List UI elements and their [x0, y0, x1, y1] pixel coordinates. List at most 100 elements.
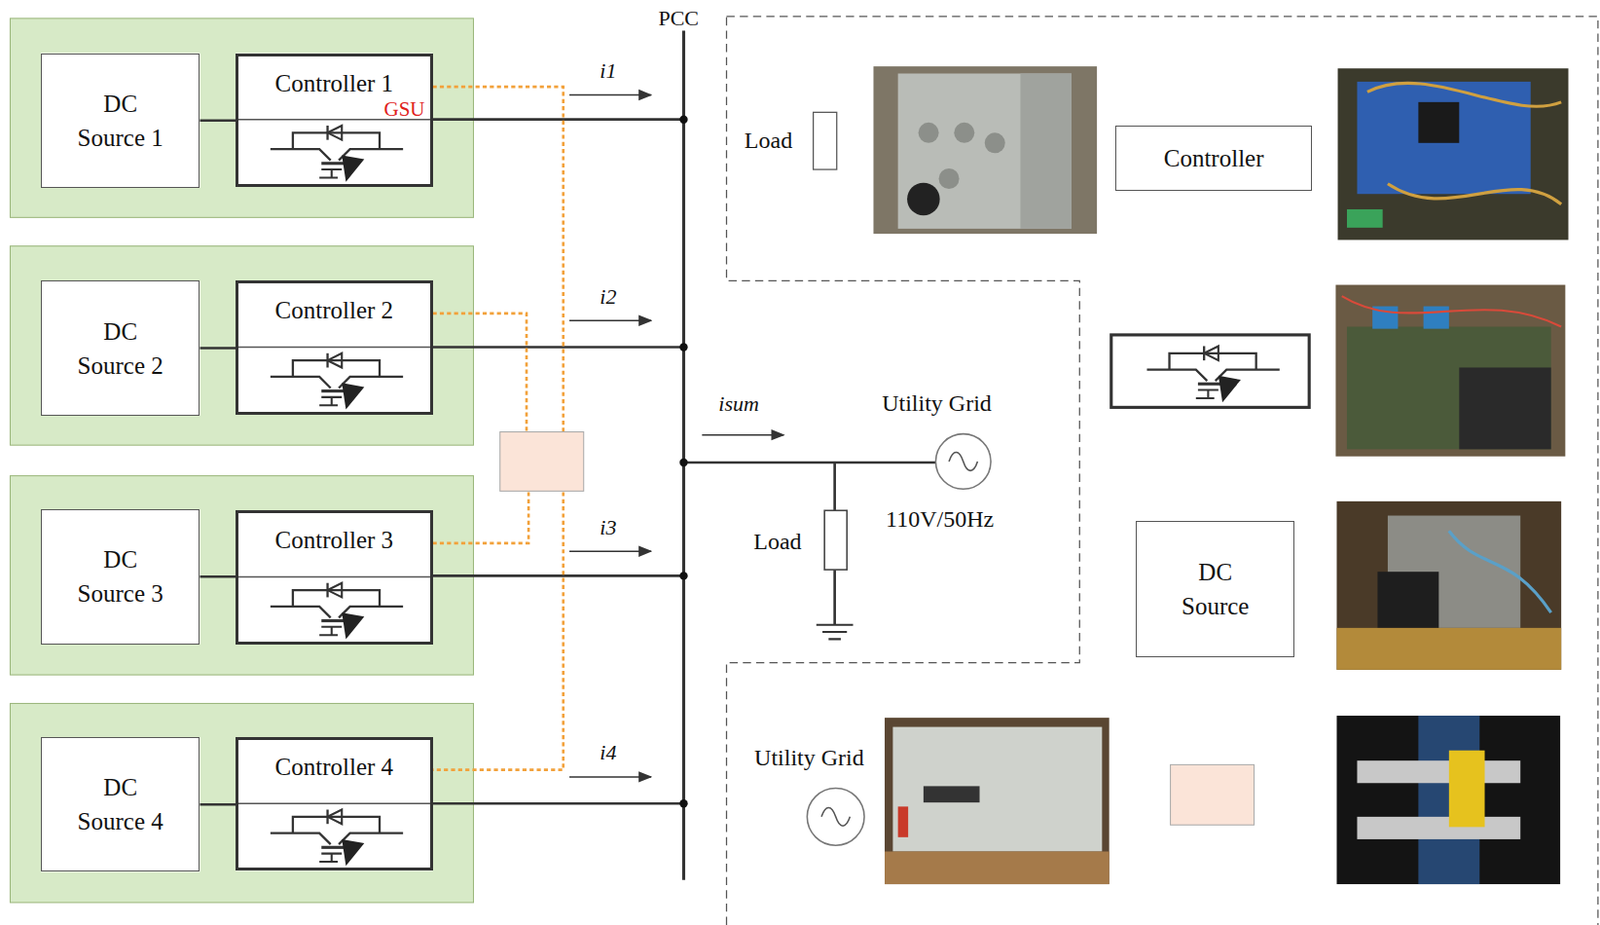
- cable-photo: [1336, 715, 1561, 884]
- source-box: DC Source 2: [40, 280, 201, 415]
- wire: [433, 117, 685, 121]
- load-knob: [939, 168, 960, 189]
- process-box: Controller: [1115, 125, 1312, 191]
- ac-source-circle: [935, 434, 991, 490]
- part-label: Load: [753, 527, 801, 553]
- box-title: DC Source 4: [73, 769, 168, 838]
- controller-chip: [1418, 102, 1459, 144]
- box-title: Controller 3: [238, 526, 430, 554]
- box-ground: [40, 280, 201, 415]
- display: [923, 785, 981, 802]
- box-ground: [235, 280, 433, 414]
- source-band: [9, 475, 473, 675]
- comm-hub-symbol: [1170, 763, 1255, 825]
- photo-ground: [884, 717, 1110, 884]
- box-ground: [235, 53, 433, 187]
- bench: [1336, 627, 1562, 670]
- signal-name: i4: [599, 740, 617, 764]
- terminal-block: [1346, 209, 1383, 228]
- current-arrow: [569, 94, 652, 97]
- photo-region: [727, 16, 1599, 925]
- controller-box: Controller 4: [235, 736, 433, 871]
- sine-wave: [948, 452, 978, 472]
- load-photo: [872, 66, 1097, 234]
- comm-line: [433, 86, 564, 769]
- inverter-board: [1346, 327, 1552, 450]
- connector: [1356, 816, 1521, 839]
- comm-hub: [500, 432, 584, 492]
- heatsink: [1458, 366, 1551, 449]
- wires: [1449, 530, 1552, 613]
- box-title: Controller 1: [238, 70, 430, 98]
- divider-line: [235, 801, 433, 804]
- current-arrow: [569, 775, 652, 778]
- signal-name: isum: [718, 392, 760, 416]
- box-ground: [40, 509, 201, 644]
- source-wire: [199, 346, 236, 350]
- photo-ground: [872, 66, 1097, 234]
- load-switch: [907, 182, 941, 217]
- connector: [1356, 760, 1521, 783]
- grid-wire: [683, 461, 936, 465]
- source-box: DC Source 1: [40, 53, 201, 188]
- wires: [1342, 295, 1562, 327]
- load-knob: [953, 122, 975, 144]
- load-cabinet-side: [1019, 72, 1071, 228]
- grid-source: [806, 787, 865, 845]
- igbt-symbol: [1146, 345, 1279, 402]
- junction-dots: [679, 114, 688, 807]
- wire: [433, 345, 685, 349]
- source-box: DC Source 3: [40, 509, 201, 644]
- current-arrow: [569, 549, 652, 552]
- box-title: Controller: [1163, 144, 1265, 174]
- source-band: [9, 702, 473, 902]
- junction-dot: [679, 458, 688, 467]
- grid-photo: [884, 717, 1110, 884]
- photo-ground: [1336, 715, 1561, 884]
- source-box: DC Source 4: [40, 736, 201, 872]
- source-band: [9, 246, 473, 445]
- signal-name: i2: [599, 285, 617, 309]
- part-label: 110V/50Hz: [885, 505, 994, 531]
- source-wire: [199, 118, 236, 122]
- junction-dot: [679, 571, 688, 580]
- junction-dot: [679, 342, 688, 351]
- wires: [1367, 82, 1562, 204]
- wire: [433, 801, 685, 805]
- output-wires: [433, 30, 937, 879]
- signal-name: i3: [599, 515, 617, 540]
- part-label: Utility Grid: [881, 390, 992, 416]
- sensor: [1423, 306, 1450, 329]
- box-ground: [235, 736, 433, 871]
- wire: [433, 574, 685, 578]
- ac-source-circle: [806, 787, 865, 845]
- source-band: [9, 18, 473, 218]
- box-title: DC Source: [1168, 554, 1263, 623]
- part-label: PCC: [657, 6, 699, 31]
- controller-box: Controller 3: [235, 509, 433, 644]
- box-title: DC Source 2: [73, 314, 168, 383]
- box-tag: GSU: [238, 97, 430, 121]
- controller-box: Controller 2: [235, 280, 433, 414]
- comm-lines: [433, 86, 564, 769]
- load-resistor: [813, 111, 837, 170]
- signal-name: i1: [599, 59, 617, 83]
- junction-dot: [679, 114, 688, 123]
- part-label: Load: [744, 126, 793, 152]
- ground-symbol: [816, 624, 854, 640]
- part-label: Utility Grid: [754, 744, 865, 770]
- tape: [1449, 750, 1486, 828]
- controller-photo: [1338, 68, 1569, 240]
- box-grounds: [40, 53, 434, 873]
- box-title: DC Source 3: [73, 542, 168, 611]
- photo-ground: [1335, 285, 1565, 457]
- current-arrow: [569, 319, 652, 322]
- junction-dot: [679, 799, 688, 807]
- current-arrows: [569, 95, 784, 777]
- divider-line: [235, 576, 433, 579]
- igbt-symbol: [270, 809, 403, 867]
- igbt-symbol: [270, 582, 403, 640]
